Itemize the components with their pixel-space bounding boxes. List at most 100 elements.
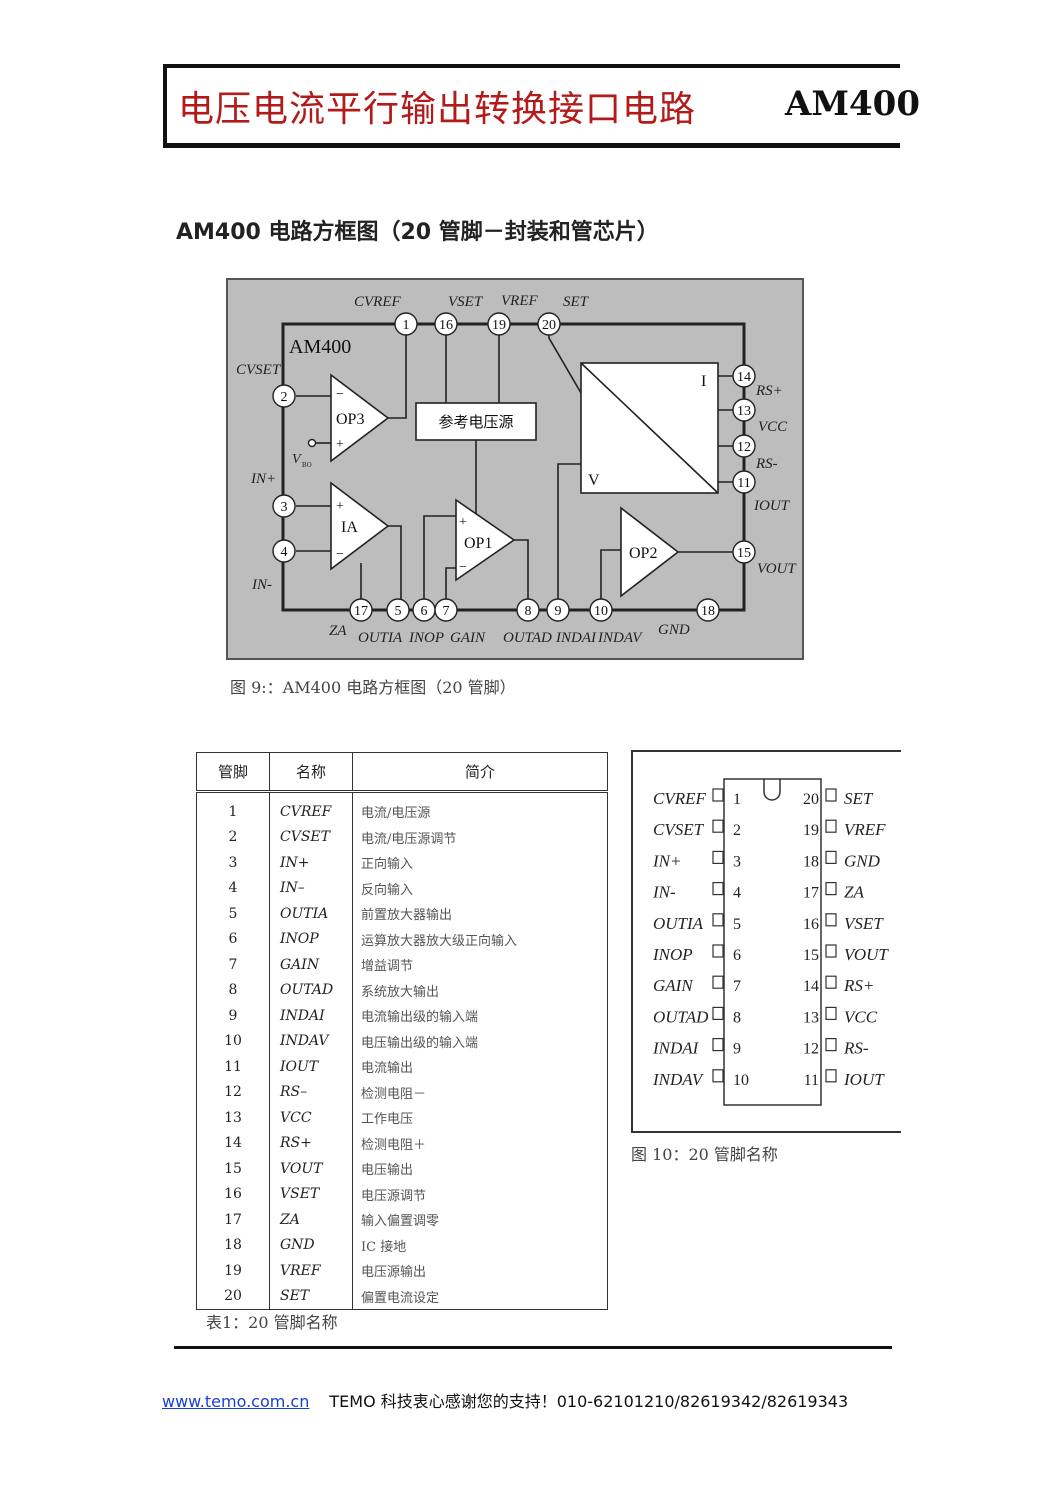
vbo-label: V: [292, 452, 302, 467]
pinout-left-name: CVREF: [653, 789, 706, 808]
pin-name-cell: INDAV: [269, 1028, 353, 1054]
pinout-left-number: 5: [733, 916, 741, 933]
pin-number-cell: 17: [196, 1207, 270, 1233]
pin-pad: [712, 1038, 724, 1052]
pinout-right-number: 13: [803, 1009, 819, 1026]
pin-name-cell: SET: [269, 1283, 353, 1310]
pin-4-number: 4: [281, 545, 288, 560]
pin-number-cell: 12: [196, 1079, 270, 1105]
footer-link[interactable]: www.temo.com.cn: [162, 1392, 310, 1411]
label-indav: INDAV: [597, 630, 643, 646]
label-set: SET: [563, 294, 590, 310]
pin-name-cell: VREF: [269, 1258, 353, 1284]
label-outia: OUTIA: [358, 630, 403, 646]
pinout-left-name: INDAI: [652, 1039, 700, 1058]
pin-14-number: 14: [737, 370, 751, 385]
pin-name-cell: OUTIA: [269, 901, 353, 927]
pin-description-cell: 增益调节: [361, 959, 414, 975]
pin-description-cell: 工作电压: [361, 1112, 414, 1128]
pin-16-number: 16: [439, 318, 453, 333]
header-frame-bottom: [163, 143, 900, 148]
pinout-right-number: 14: [803, 978, 819, 995]
pin-number-cell: 5: [196, 901, 270, 927]
header-frame-top: [163, 64, 900, 68]
pin-description-cell: 反向输入: [361, 882, 414, 898]
pinout-left-name: CVSET: [653, 820, 705, 839]
op2-label: OP2: [629, 545, 657, 562]
svg-text:−: −: [336, 547, 344, 562]
pin-pad: [712, 1006, 724, 1020]
label-za: ZA: [329, 623, 347, 639]
pinout-left-number: 7: [733, 978, 741, 995]
pinout-left-number: 9: [733, 1041, 741, 1058]
pin-number-cell: 9: [196, 1003, 270, 1029]
label-cvset: CVSET: [236, 362, 282, 378]
pinout-right-name: GND: [844, 851, 881, 870]
label-in-minus: IN-: [251, 577, 272, 593]
pin-number-cell: 10: [196, 1028, 270, 1054]
label-rs-plus: RS+: [755, 383, 783, 399]
pin-number-cell: 6: [196, 926, 270, 952]
svg-text:−: −: [336, 387, 344, 402]
pin-description-cell: 检测电阻－: [361, 1086, 427, 1102]
label-indai: INDAI: [555, 630, 597, 646]
vbo-subscript: BO: [302, 461, 312, 469]
pin-name-cell: INDAI: [269, 1003, 353, 1029]
pinout-left-number: 4: [733, 885, 741, 902]
label-vset: VSET: [448, 294, 484, 310]
pinout-right-name: VSET: [844, 914, 884, 933]
label-in-plus: IN+: [250, 471, 276, 487]
pin-description-cell: 电流/电压源调节: [361, 831, 457, 847]
pinout-right-number: 17: [803, 885, 819, 902]
pinout-right-name: VOUT: [844, 945, 889, 964]
pin-pad: [825, 944, 837, 958]
pinout-left-number: 6: [733, 947, 741, 964]
pinout-right-number: 15: [803, 947, 819, 964]
pinout-left-name: OUTIA: [653, 914, 704, 933]
pin-13-number: 13: [737, 404, 751, 419]
pin-number-cell: 11: [196, 1054, 270, 1080]
model-number: AM400: [785, 84, 920, 124]
pin-name-cell: IN+: [269, 850, 353, 876]
pin-number-cell: 8: [196, 977, 270, 1003]
pin-number-cell: 1: [196, 791, 270, 825]
pin-15-number: 15: [737, 546, 751, 561]
pin-2-number: 2: [281, 390, 288, 405]
pin-name-cell: RS+: [269, 1130, 353, 1156]
pin-description-cell: 电流/电压源: [361, 806, 431, 822]
pin-20-number: 20: [542, 318, 556, 333]
pinout-right-number: 12: [803, 1041, 819, 1058]
figure-9-caption: 图 9:：AM400 电路方框图（20 管脚）: [230, 678, 516, 697]
pinout-right-name: SET: [844, 789, 874, 808]
label-vcc: VCC: [758, 419, 788, 435]
pin-pad: [825, 819, 837, 833]
label-vref: VREF: [501, 293, 538, 309]
pin-pad: [825, 1006, 837, 1020]
pin-number-cell: 2: [196, 824, 270, 850]
pinout-left-name: GAIN: [653, 976, 694, 995]
pin-5-number: 5: [395, 604, 402, 619]
converter-i-label: I: [701, 373, 706, 390]
pin-name-cell: GND: [269, 1232, 353, 1258]
pinout-right-name: IOUT: [843, 1070, 885, 1089]
pin-pad: [712, 1069, 724, 1083]
pin-description-cell: 系统放大输出: [361, 984, 440, 1000]
pin-number-cell: 13: [196, 1105, 270, 1131]
header-name: 名称: [269, 752, 353, 793]
svg-text:+: +: [336, 437, 344, 452]
pin-pad: [712, 819, 724, 833]
pin-number-cell: 19: [196, 1258, 270, 1284]
section-title: AM400 电路方框图（20 管脚－封装和管芯片）: [176, 220, 659, 245]
pin-pad: [712, 975, 724, 989]
pin-pad: [825, 788, 837, 802]
pinout-right-number: 18: [803, 853, 819, 870]
pin-name-cell: RS–: [269, 1079, 353, 1105]
pin-1-number: 1: [403, 318, 410, 333]
